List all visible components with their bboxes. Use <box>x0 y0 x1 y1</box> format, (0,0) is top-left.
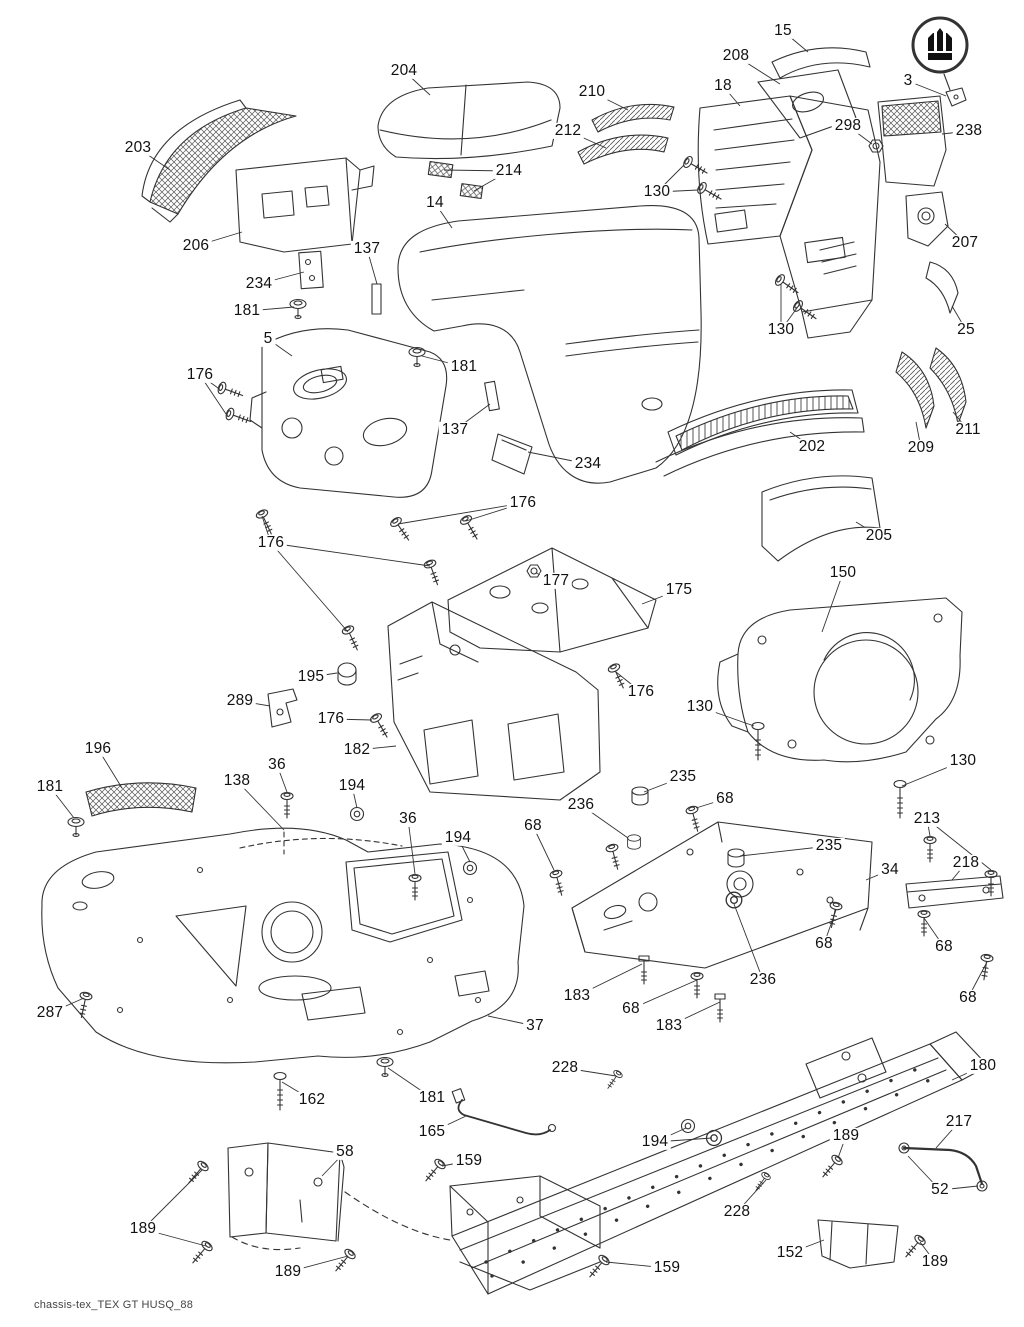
screw-icon <box>977 953 994 982</box>
push-cap-icon <box>67 816 85 838</box>
screw-icon <box>183 1158 211 1188</box>
part-frame-180 <box>449 1031 989 1295</box>
part-dash-panel-206 <box>235 157 375 253</box>
bushing-icon <box>680 1118 696 1134</box>
push-cap-icon <box>376 1056 394 1078</box>
nut-icon <box>526 564 542 578</box>
screw-icon <box>917 909 931 937</box>
husqvarna-logo-icon <box>911 16 969 74</box>
screw-icon <box>280 791 294 819</box>
part-panel-238 <box>877 95 947 187</box>
screw-icon <box>420 1156 448 1186</box>
part-grille-bar-202 <box>655 389 865 477</box>
long-screw-icon <box>273 1071 287 1111</box>
washer-icon <box>349 806 365 822</box>
part-clip-3 <box>943 73 967 107</box>
spacer-icon <box>727 848 745 868</box>
part-chute-205 <box>761 475 881 562</box>
part-grille-18 <box>697 95 813 245</box>
screw-icon <box>984 869 998 897</box>
part-cable-165 <box>451 1088 557 1136</box>
screw-icon <box>330 1246 358 1276</box>
part-console-5 <box>249 328 448 498</box>
part-hood-14 <box>397 204 702 484</box>
spacer-icon <box>631 786 649 806</box>
screw-icon <box>340 623 364 654</box>
part-bracket-152 <box>817 1219 899 1269</box>
screw-icon <box>458 513 483 543</box>
screw-icon <box>584 1252 612 1282</box>
screw-icon <box>254 507 278 538</box>
part-pad-137 <box>371 283 500 412</box>
part-bracket-289 <box>267 688 298 728</box>
screw-icon <box>548 868 569 898</box>
part-trim-25 <box>925 261 959 314</box>
part-dash-lower-182 <box>387 601 601 801</box>
screw-icon <box>923 835 937 863</box>
part-trim-strip-209 <box>895 351 935 429</box>
long-screw-icon <box>751 721 765 761</box>
part-bracket-234 <box>298 250 324 290</box>
part-clip-214 <box>427 160 484 200</box>
bolt-icon <box>714 993 726 1023</box>
part-trim-strip-15 <box>771 47 871 79</box>
washer-icon <box>725 891 743 909</box>
part-top-panel-204 <box>377 81 561 160</box>
long-screw-icon <box>893 779 907 819</box>
screw-icon <box>75 990 94 1020</box>
screw-icon <box>606 661 630 692</box>
screw-icon <box>368 711 393 741</box>
part-trim-strip-196 <box>85 782 197 817</box>
screw-icon <box>224 406 254 428</box>
screw-icon <box>681 154 711 179</box>
spacer-icon <box>627 834 641 850</box>
part-footrest-150 <box>717 597 963 763</box>
part-plate-34 <box>571 821 873 969</box>
part-cap-195 <box>337 662 357 686</box>
part-grille-mesh-203 <box>141 99 297 223</box>
part-rod-217 <box>898 1142 988 1192</box>
part-bracket-58 <box>227 1142 451 1251</box>
screw-icon <box>900 1232 928 1262</box>
part-trim-strip-211 <box>929 347 967 425</box>
screw-icon <box>791 298 821 325</box>
screw-icon <box>817 1152 845 1182</box>
screw-icon <box>604 842 625 872</box>
screw-icon <box>690 971 704 999</box>
part-pad-234b <box>491 433 533 475</box>
screw-icon <box>751 1170 772 1194</box>
part-support-175 <box>447 547 657 653</box>
screw-icon <box>216 380 246 402</box>
screw-icon <box>603 1068 624 1092</box>
washer-icon <box>462 860 478 876</box>
screw-icon <box>684 804 705 834</box>
part-side-panel-right <box>714 95 881 339</box>
screw-icon <box>388 515 415 545</box>
screw-icon <box>422 558 444 588</box>
fastener-icons <box>67 139 998 1282</box>
diagram-footer-code: chassis-tex_TEX GT HUSQ_88 <box>34 1299 194 1311</box>
part-trim-strip-210 <box>591 103 675 133</box>
push-cap-icon <box>289 298 307 320</box>
part-bracket-207 <box>905 191 949 247</box>
part-bracket-218 <box>905 875 1004 909</box>
part-trim-strip-212 <box>577 134 669 165</box>
part-chassis-37 <box>41 827 525 1064</box>
screw-icon <box>187 1238 215 1268</box>
part-panel-208 <box>757 69 857 139</box>
screw-icon <box>408 873 422 901</box>
